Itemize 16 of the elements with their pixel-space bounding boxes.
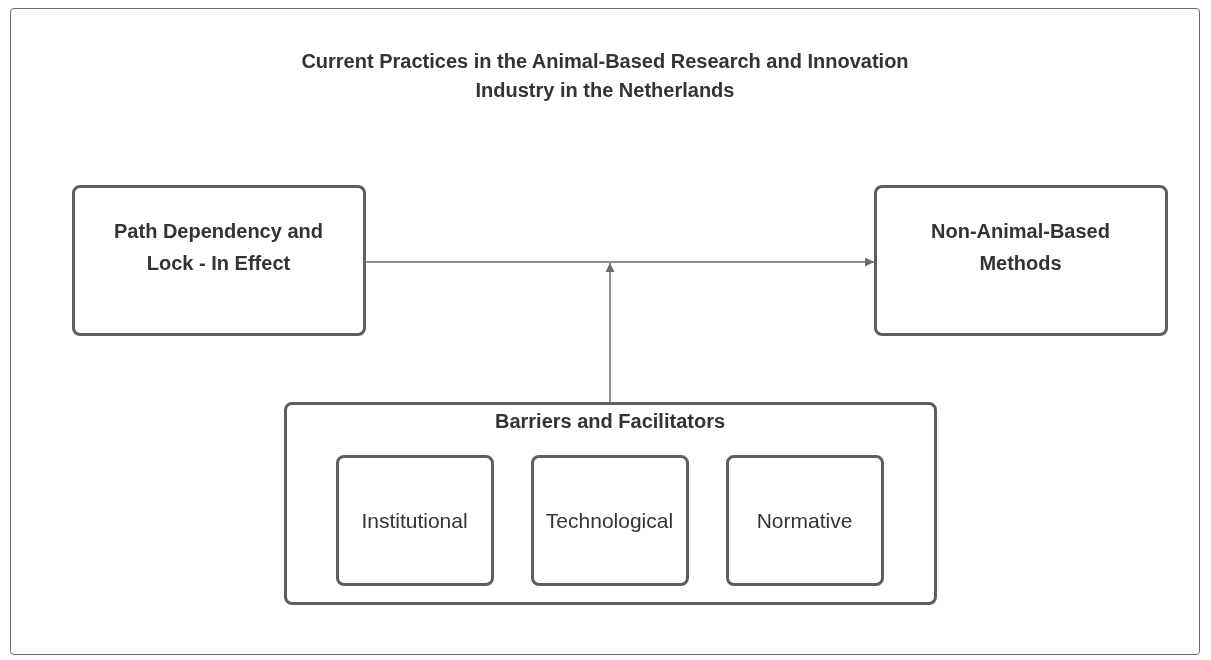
frame-heading: Current Practices in the Animal-Based Research and Innovation Industry in the Netherlands [301,49,909,103]
group-box [283,401,937,605]
box-label: Barriers and Facilitators [494,408,726,434]
box-label: Normative [756,507,853,534]
category-box [335,454,494,586]
arrow [365,257,875,267]
arrow [605,262,615,403]
category-box [530,454,689,586]
box-label: Institutional [361,507,468,534]
category-box [725,454,884,586]
box-label: Path Dependency and Lock - In Effect [113,219,324,276]
diagram-frame [10,8,1200,655]
process-box [873,184,1168,336]
box-label: Technological [545,507,674,534]
process-box [71,184,366,336]
box-label: Non-Animal-Based Methods [930,219,1111,276]
